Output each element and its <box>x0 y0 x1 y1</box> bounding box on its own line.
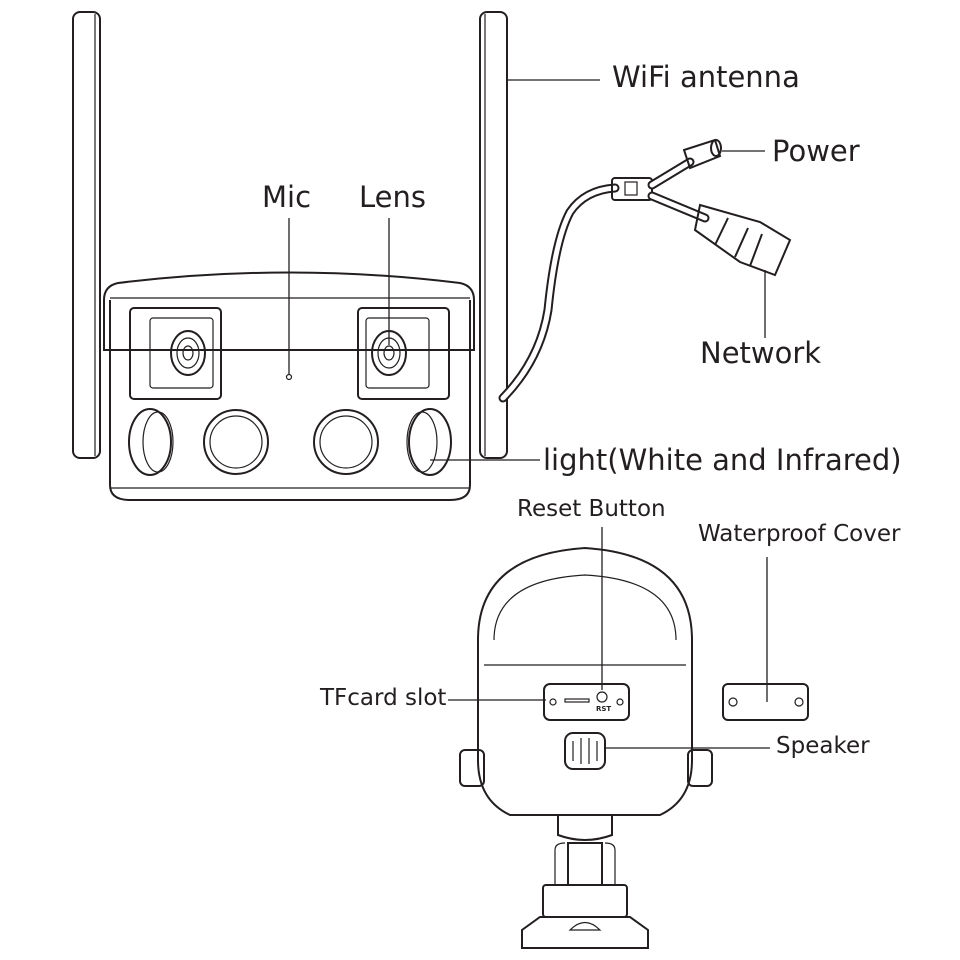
label-network: Network <box>700 336 822 370</box>
label-tfcard-slot: TFcard slot <box>320 685 447 711</box>
label-wifi-antenna: WiFi antenna <box>612 60 800 94</box>
lights <box>128 408 452 476</box>
speaker-grille <box>564 732 606 770</box>
label-mic: Mic <box>262 180 312 214</box>
leader-lines <box>288 79 770 749</box>
right-antenna <box>479 11 508 459</box>
camera-rear-body <box>459 546 713 816</box>
camera-mount <box>521 815 649 949</box>
mic-hole <box>285 373 293 381</box>
power-network-cable <box>498 138 792 403</box>
label-reset-button: Reset Button <box>517 496 666 522</box>
label-power: Power <box>772 134 860 168</box>
label-speaker: Speaker <box>776 733 870 759</box>
label-light: light(White and Infrared) <box>543 443 902 477</box>
left-lens-window <box>129 307 222 400</box>
waterproof-cover <box>722 683 809 721</box>
panel-rst-text: RST <box>596 705 612 713</box>
left-antenna <box>72 11 101 459</box>
camera-front-body <box>103 271 475 501</box>
label-lens: Lens <box>359 180 426 214</box>
label-waterproof-cover: Waterproof Cover <box>698 521 901 547</box>
tfcard-reset-panel <box>543 683 630 721</box>
right-lens-window <box>357 307 450 400</box>
